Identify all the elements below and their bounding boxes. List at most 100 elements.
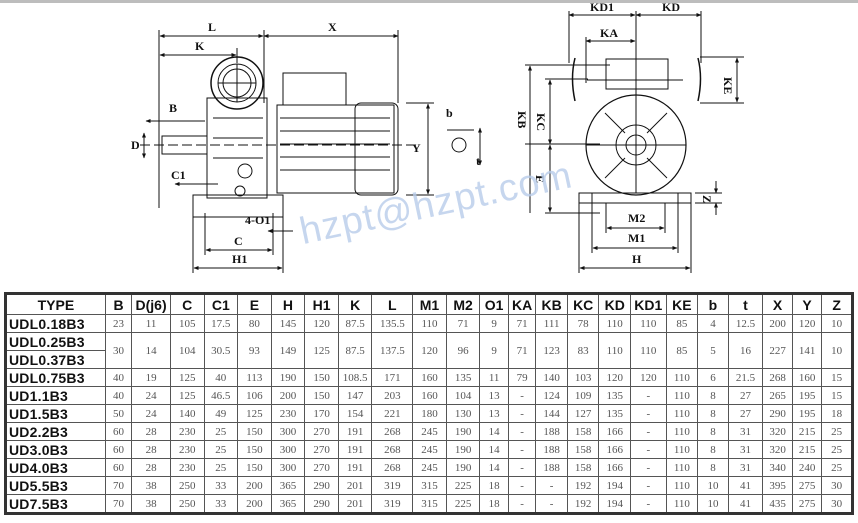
value-cell: 250 [169, 476, 205, 495]
col-header: D(j6) [131, 293, 171, 315]
value-cell: 27 [727, 404, 764, 423]
value-cell: 275 [791, 476, 823, 495]
value-cell: 25 [821, 440, 853, 459]
value-cell: 28 [131, 422, 171, 441]
value-cell: 110 [598, 314, 631, 333]
value-cell: 149 [270, 332, 306, 369]
value-cell: 110 [630, 314, 667, 333]
type-cell: UD1.1B3 [5, 386, 106, 405]
value-cell: 130 [445, 404, 481, 423]
value-cell: 158 [566, 422, 600, 441]
value-cell: - [507, 476, 537, 495]
value-cell: 11 [479, 368, 509, 387]
value-cell: 137.5 [371, 332, 414, 369]
value-cell: 12.5 [727, 314, 764, 333]
value-cell: - [507, 494, 537, 514]
value-cell: 18 [821, 404, 853, 423]
svg-text:4-O1: 4-O1 [245, 213, 270, 227]
value-cell: 135 [598, 386, 631, 405]
col-header: KB [535, 293, 568, 315]
value-cell: 135.5 [371, 314, 414, 333]
value-cell: - [507, 422, 537, 441]
value-cell: 319 [371, 476, 414, 495]
value-cell: 166 [598, 458, 631, 477]
value-cell: 194 [598, 476, 631, 495]
type-cell: UD7.5B3 [5, 494, 106, 514]
value-cell: 16 [727, 332, 764, 369]
value-cell: 230 [169, 458, 205, 477]
value-cell: 33 [203, 494, 239, 514]
value-cell: 30 [104, 332, 133, 369]
value-cell: - [630, 476, 667, 495]
value-cell: 8 [697, 458, 729, 477]
table-row: UDL0.37B3 [5, 350, 853, 369]
value-cell: 109 [566, 386, 600, 405]
value-cell: 40 [104, 368, 133, 387]
value-cell: 14 [479, 422, 509, 441]
svg-text:K: K [195, 39, 205, 53]
value-cell: - [630, 386, 667, 405]
value-cell: - [630, 494, 667, 514]
value-cell: 8 [697, 422, 729, 441]
value-cell: 319 [371, 494, 414, 514]
value-cell: 31 [727, 440, 764, 459]
value-cell: 25 [821, 422, 853, 441]
svg-text:t: t [476, 154, 480, 168]
value-cell: 192 [566, 476, 600, 495]
front-view [525, 11, 744, 273]
value-cell: 9 [479, 314, 509, 333]
value-cell: 110 [412, 314, 447, 333]
type-cell: UD2.2B3 [5, 422, 106, 441]
col-header: Z [821, 293, 853, 315]
side-view-labels: L X K B D C1 Y 4-O1 C H1 b t [131, 20, 480, 266]
col-header: b [697, 293, 729, 315]
value-cell: 13 [479, 404, 509, 423]
value-cell: 24 [131, 386, 171, 405]
value-cell: 33 [203, 476, 239, 495]
value-cell: 71 [445, 314, 481, 333]
type-cell: UDL0.25B3 [5, 332, 106, 351]
type-cell: UD5.5B3 [5, 476, 106, 495]
value-cell: 215 [791, 440, 823, 459]
svg-text:KA: KA [600, 26, 618, 40]
svg-text:C1: C1 [171, 168, 186, 182]
value-cell: 230 [169, 422, 205, 441]
value-cell: 166 [598, 440, 631, 459]
value-cell: 103 [566, 368, 600, 387]
svg-text:Z: Z [700, 195, 714, 203]
svg-text:M2: M2 [628, 211, 645, 225]
value-cell: 18 [479, 476, 509, 495]
svg-text:L: L [208, 20, 216, 34]
value-cell: 171 [371, 368, 414, 387]
value-cell: - [535, 494, 568, 514]
col-header: H1 [304, 293, 339, 315]
col-header: C1 [203, 293, 239, 315]
value-cell: 268 [762, 368, 793, 387]
type-cell: UD4.0B3 [5, 458, 106, 477]
value-cell: 190 [445, 440, 481, 459]
value-cell: - [630, 422, 667, 441]
value-cell: 315 [412, 476, 447, 495]
side-view [140, 30, 482, 273]
value-cell: - [507, 458, 537, 477]
value-cell: 191 [337, 422, 373, 441]
value-cell: 268 [371, 458, 414, 477]
value-cell: - [630, 458, 667, 477]
value-cell: 28 [131, 458, 171, 477]
col-header: TYPE [5, 293, 106, 315]
value-cell: 290 [762, 404, 793, 423]
value-cell: 141 [791, 332, 823, 369]
type-cell: UDL0.75B3 [5, 368, 106, 387]
value-cell: 104 [169, 332, 205, 369]
value-cell: 87.5 [337, 332, 373, 369]
value-cell: 125 [237, 404, 272, 423]
dimensions-table: TYPE B D(j6) C C1 E H H1 K L M1 M2 O1 KA… [4, 292, 854, 515]
svg-text:M1: M1 [628, 231, 645, 245]
value-cell: 201 [337, 494, 373, 514]
value-cell: 268 [371, 422, 414, 441]
value-cell: 245 [412, 422, 447, 441]
value-cell: 144 [535, 404, 568, 423]
